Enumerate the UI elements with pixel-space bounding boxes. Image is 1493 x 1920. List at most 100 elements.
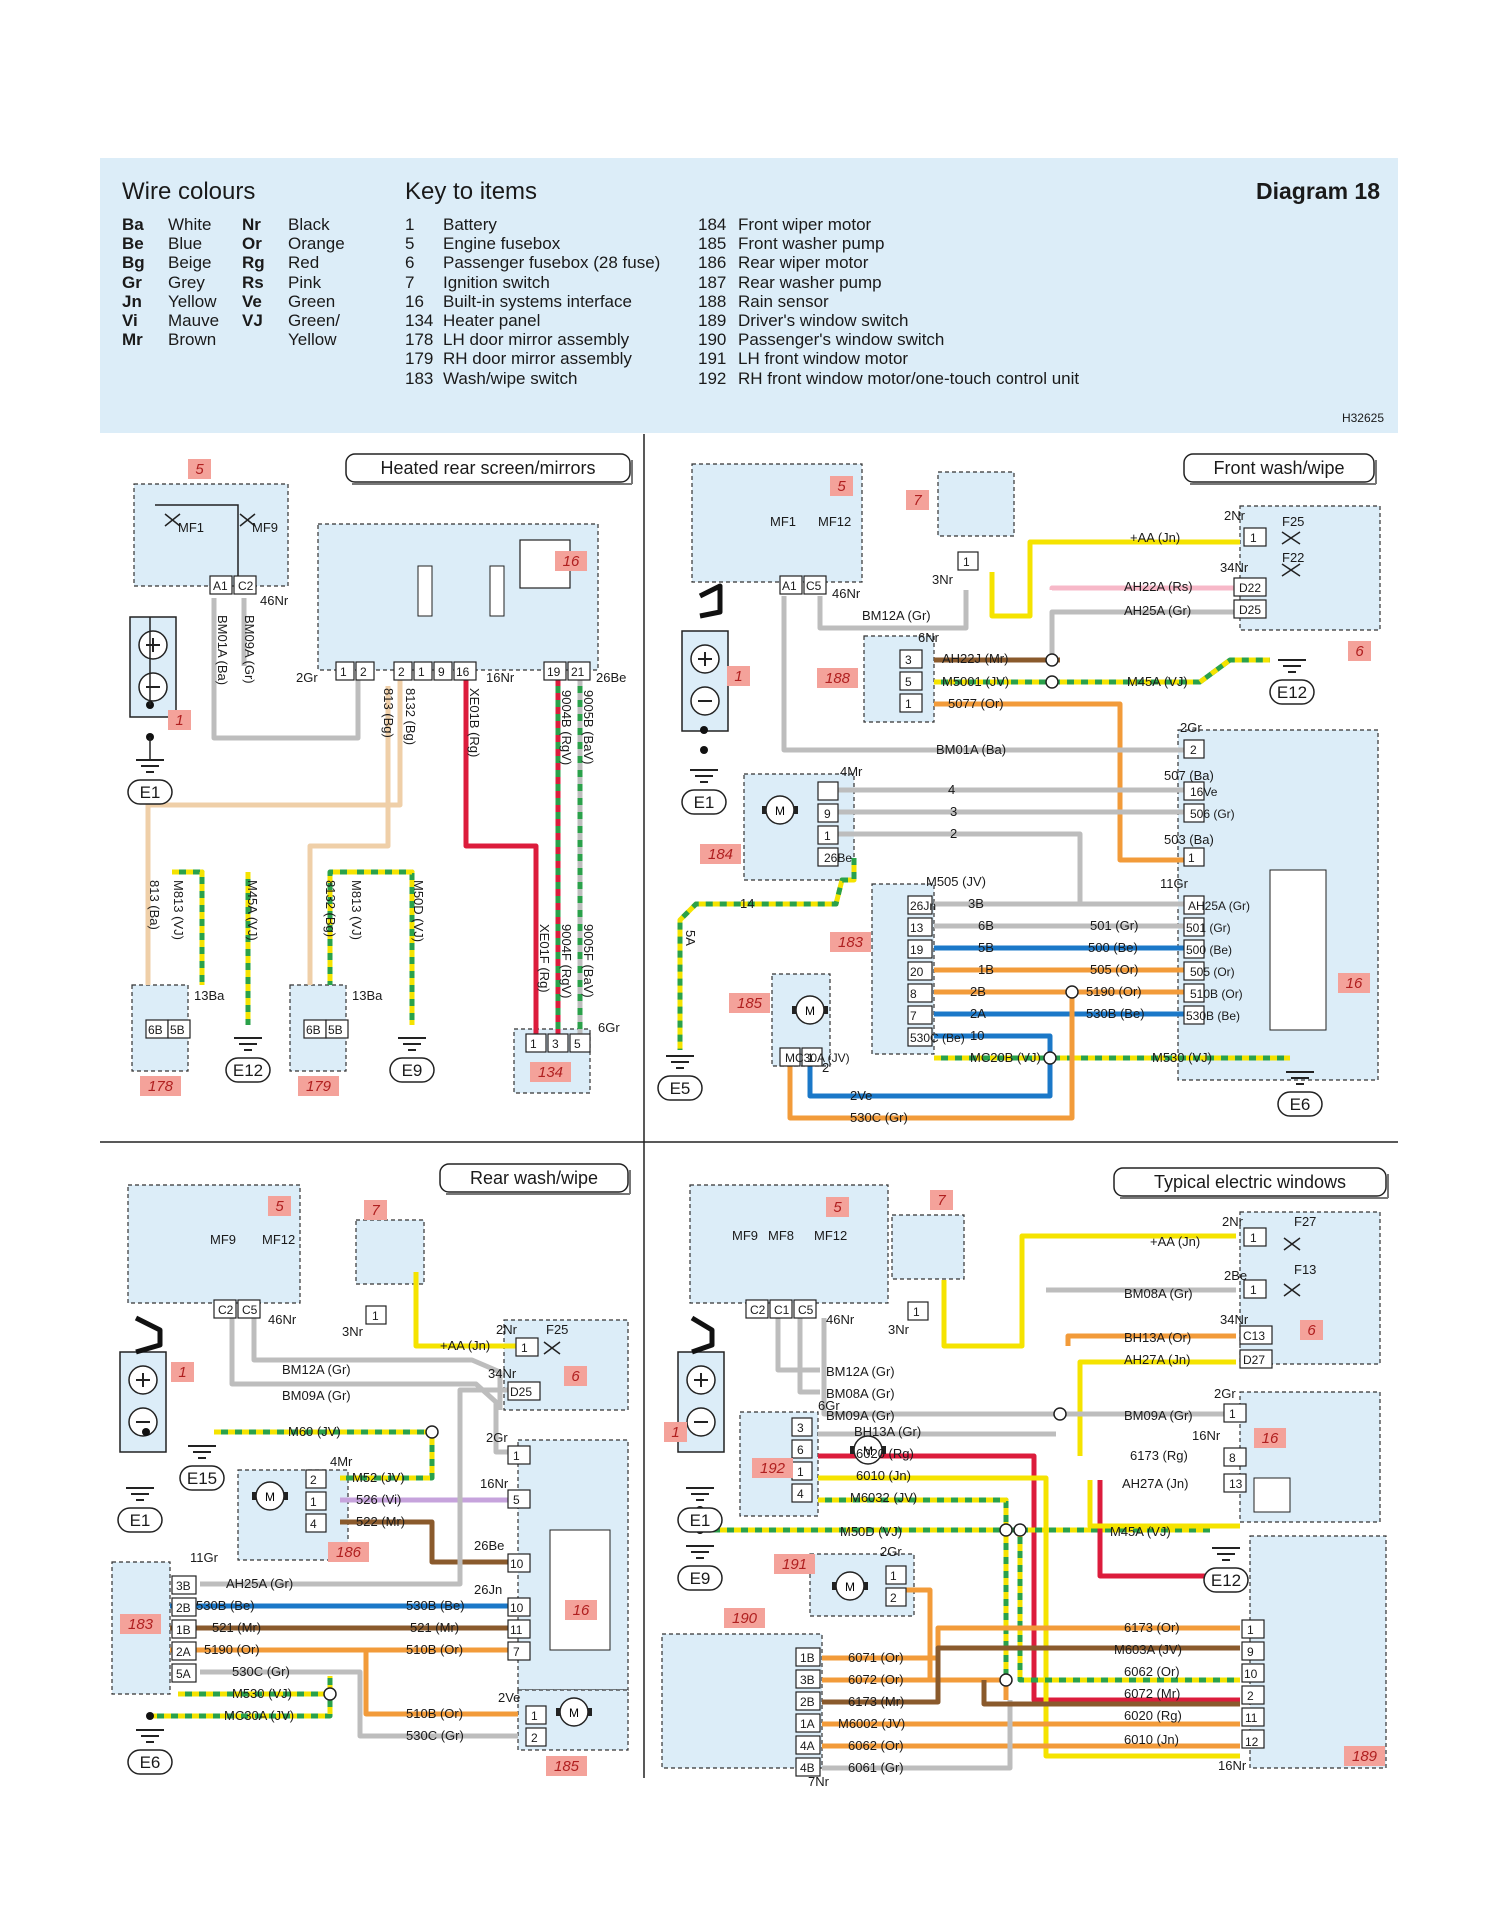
- wire-label: M813 (VJ): [349, 880, 364, 940]
- item-number: 192: [698, 368, 727, 388]
- wire-label: M6002 (JV): [838, 1716, 905, 1731]
- item-name: Passenger's window switch: [738, 330, 945, 350]
- earth-point-label: [389, 1057, 435, 1083]
- wire-label: 6071 (Or): [848, 1650, 904, 1665]
- wire-label: 20: [910, 965, 924, 979]
- wire-label: MF12: [814, 1228, 847, 1243]
- motor-brush: [252, 1492, 256, 1500]
- earth-name: E9: [402, 1061, 423, 1080]
- connector-pin: [1183, 983, 1205, 1003]
- wire-label: F25: [1282, 514, 1304, 529]
- connector-pin: [885, 1565, 907, 1585]
- connector-pin: [1233, 599, 1267, 619]
- motor-symbol: M: [569, 1706, 579, 1720]
- wire-label: M530 (VJ): [1152, 1050, 1212, 1065]
- item-badge: [930, 1190, 953, 1210]
- item-name: Built-in systems interface: [443, 291, 632, 311]
- wire-orange: [822, 1625, 1240, 1661]
- driver-window-switch: [1249, 1535, 1387, 1769]
- earth-icon: [188, 1445, 216, 1459]
- wire-blue: [807, 1033, 1053, 1099]
- connector-pin: [507, 1381, 541, 1401]
- wire-label: 6010 (Jn): [856, 1468, 911, 1483]
- wire-label: 2: [398, 665, 405, 679]
- wire-label: 530C (Gr): [850, 1110, 908, 1125]
- wire-label: XE01B (Rg): [467, 688, 482, 757]
- wire-label: M813 (VJ): [171, 880, 186, 940]
- item-badge: [298, 1076, 339, 1096]
- item-name: LH door mirror assembly: [443, 330, 630, 350]
- wire-label: BM12A (Gr): [282, 1362, 351, 1377]
- item-number: 179: [306, 1078, 332, 1095]
- earth-name: E1: [690, 1511, 711, 1530]
- wire-label: 9005F (BaV): [581, 924, 596, 998]
- interface-module: [1269, 869, 1327, 1031]
- splice-point: [1065, 985, 1079, 999]
- earth-name: E12: [233, 1061, 263, 1080]
- connector-pin: [433, 661, 453, 681]
- section-title-box: [439, 1163, 629, 1193]
- wire-label: C2: [218, 1303, 234, 1317]
- item-number: 183: [128, 1616, 154, 1633]
- wire-beige: [307, 686, 391, 985]
- wire-label: A1: [782, 579, 797, 593]
- item-badge: [328, 1542, 369, 1562]
- colour-name: Black: [288, 215, 330, 234]
- colour-code: Gr: [122, 272, 142, 292]
- wire-label: 5B: [328, 1023, 343, 1037]
- connector-pin: [899, 693, 923, 713]
- item-number: 1: [178, 1364, 186, 1381]
- earth-point-label: [225, 1057, 271, 1083]
- connector-pin: [335, 661, 355, 681]
- wire-label: 507 (Ba): [1164, 768, 1214, 783]
- wire-label: 6B: [306, 1023, 321, 1037]
- wire-label: M603A (JV): [1114, 1642, 1182, 1657]
- item-number: 183: [405, 368, 434, 388]
- earth-name: E5: [670, 1079, 691, 1098]
- item-number: 186: [698, 253, 727, 273]
- wire-label: 26Be: [596, 670, 626, 685]
- earth-point-label: [681, 789, 727, 815]
- connector-pin: [1241, 1729, 1265, 1749]
- item-number: 191: [782, 1556, 807, 1573]
- wire-label: 501 (Gr): [1090, 918, 1138, 933]
- item-number: 5: [837, 478, 846, 495]
- earth-icon: [136, 1729, 164, 1743]
- wire-label: 10: [510, 1601, 524, 1615]
- splice-point: [1053, 1407, 1067, 1421]
- item-number: 134: [538, 1064, 563, 1081]
- wire-label: BH13A (Or): [1124, 1330, 1191, 1345]
- wire-label: 21: [571, 665, 585, 679]
- wire-stripe: [934, 657, 1270, 685]
- wire-label: 505 (Or): [1190, 965, 1235, 979]
- wire-label: 8132 (Bg): [323, 880, 338, 937]
- colour-name: Red: [288, 253, 320, 273]
- wire-label: BM01A (Ba): [936, 742, 1006, 757]
- connector-pin: [1183, 781, 1205, 801]
- wire-label: 6020 (Rg): [1124, 1708, 1182, 1723]
- item-badge: [700, 844, 741, 864]
- wire-label: 2: [822, 1060, 829, 1075]
- wire-label: 12: [1245, 1735, 1259, 1749]
- colour-code: Or: [242, 234, 262, 254]
- connector-pin: [1241, 1663, 1265, 1683]
- wire-label: 16Ve: [1190, 785, 1218, 799]
- wire-label: 1B: [978, 962, 994, 977]
- motor-brush: [832, 1582, 836, 1590]
- item-badge: [826, 1197, 849, 1217]
- connector-pin: [237, 1299, 261, 1319]
- wire-label: 16Nr: [486, 670, 515, 685]
- wire-label: 34Nr: [1220, 560, 1249, 575]
- wire-label: 2Ve: [498, 1690, 520, 1705]
- wire-label: 1: [530, 1037, 537, 1051]
- wire-label: 6062 (Or): [848, 1738, 904, 1753]
- wire-label: C13: [1243, 1329, 1265, 1343]
- interface-module: [549, 1529, 611, 1651]
- item-badge: [1254, 1428, 1286, 1448]
- wire-label: 1: [418, 665, 425, 679]
- wire-label: 13: [910, 921, 924, 935]
- wire-label: 530B (Be): [406, 1598, 465, 1613]
- wire-label: MF12: [262, 1232, 295, 1247]
